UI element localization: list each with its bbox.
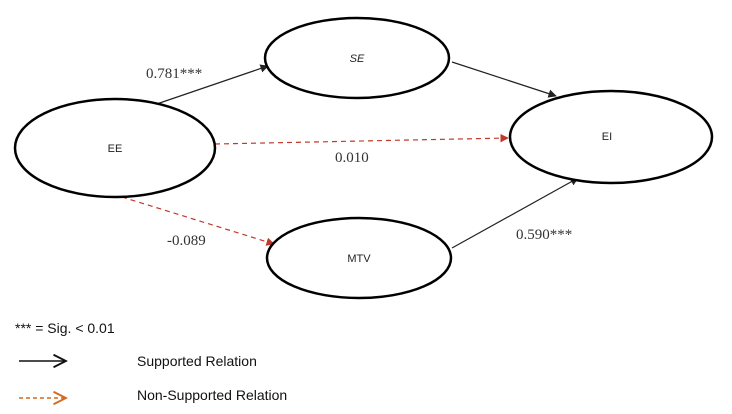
node-ee-label: EE — [108, 143, 123, 155]
coef-ee-ei: 0.010 — [335, 150, 369, 166]
path-se-ei — [451, 61, 557, 98]
coef-ee-se: 0.781*** — [146, 66, 202, 82]
legend: *** = Sig. < 0.01 Supported Relation Non… — [15, 320, 287, 403]
path-ee-ei — [214, 133, 509, 145]
legend-non-supported-label: Non-Supported Relation — [137, 387, 287, 403]
legend-significance-note: *** = Sig. < 0.01 — [15, 320, 115, 336]
node-se: SE — [263, 16, 451, 100]
node-mtv-label: MTV — [347, 253, 371, 265]
node-ee: EE — [13, 97, 217, 199]
path-mtv-ei — [451, 177, 579, 249]
coef-mtv-ei: 0.590*** — [516, 227, 572, 243]
path-ee-se — [144, 64, 269, 109]
legend-supported-label: Supported Relation — [137, 353, 257, 369]
node-se-label: SE — [350, 53, 365, 65]
node-ei: EI — [508, 89, 714, 185]
node-mtv: MTV — [265, 216, 453, 300]
coef-ee-mtv: -0.089 — [167, 233, 206, 249]
node-ei-label: EI — [602, 131, 612, 143]
